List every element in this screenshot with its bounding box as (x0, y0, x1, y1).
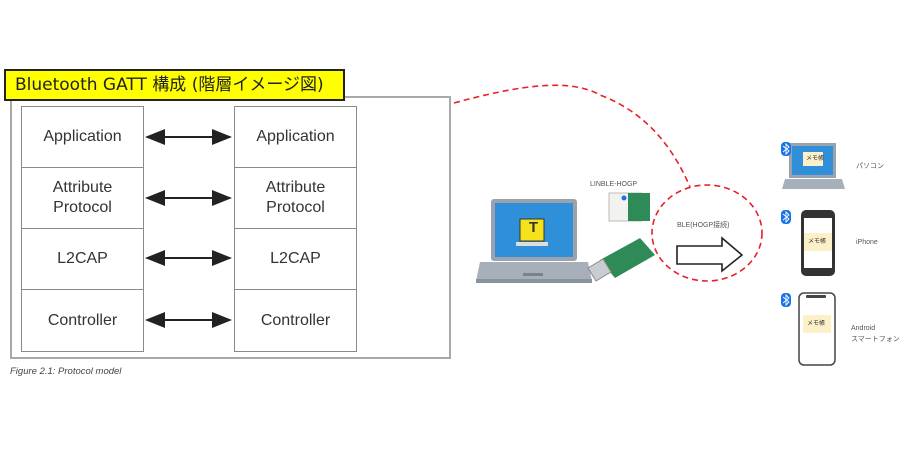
right-layer-l2cap: L2CAP (235, 229, 356, 290)
usb-dongle-icon (587, 238, 655, 282)
linble-module-icon (608, 192, 650, 222)
left-layer-controller: Controller (47, 311, 118, 329)
left-protocol-stack: Application Attribute Protocol L2CAP Con… (21, 106, 144, 352)
dashed-link-curve (453, 84, 691, 188)
right-layer-controller: Controller (260, 311, 331, 329)
bluetooth-icon (781, 293, 791, 307)
left-layer-attribute-protocol: Attribute Protocol (22, 168, 143, 229)
target-app-label-android: メモ帳 (807, 321, 826, 327)
right-layer-attribute-protocol: Attribute Protocol (235, 168, 356, 229)
target-app-label-laptop: メモ帳 (806, 156, 825, 162)
connection-arrow-icon (676, 236, 744, 273)
target-device-label-android: Android スマートフォン (851, 325, 900, 343)
left-layer-application: Application (22, 107, 143, 168)
android-phone-icon (798, 292, 836, 366)
connection-label: BLE(HOGP接続) (677, 222, 730, 229)
target-device-label-laptop: パソコン (856, 163, 884, 170)
left-layer-l2cap: L2CAP (22, 229, 143, 290)
connection-dashed-ellipse (651, 184, 763, 282)
diagram-title: Bluetooth GATT 構成 (階層イメージ図) (4, 69, 345, 101)
module-label: LINBLE-HOGP (590, 181, 638, 188)
bluetooth-icon (781, 210, 791, 224)
host-screen-letter: T (528, 219, 539, 236)
right-layer-application: Application (235, 107, 356, 168)
right-protocol-stack: Application Attribute Protocol L2CAP Con… (234, 106, 357, 352)
target-app-label-iphone: メモ帳 (808, 239, 827, 245)
figure-caption: Figure 2.1: Protocol model (10, 366, 122, 377)
target-laptop-icon (782, 143, 845, 189)
bluetooth-icon (781, 142, 791, 156)
iphone-icon (801, 210, 835, 276)
target-device-label-iphone: iPhone (856, 239, 878, 246)
host-laptop-icon (476, 199, 592, 283)
